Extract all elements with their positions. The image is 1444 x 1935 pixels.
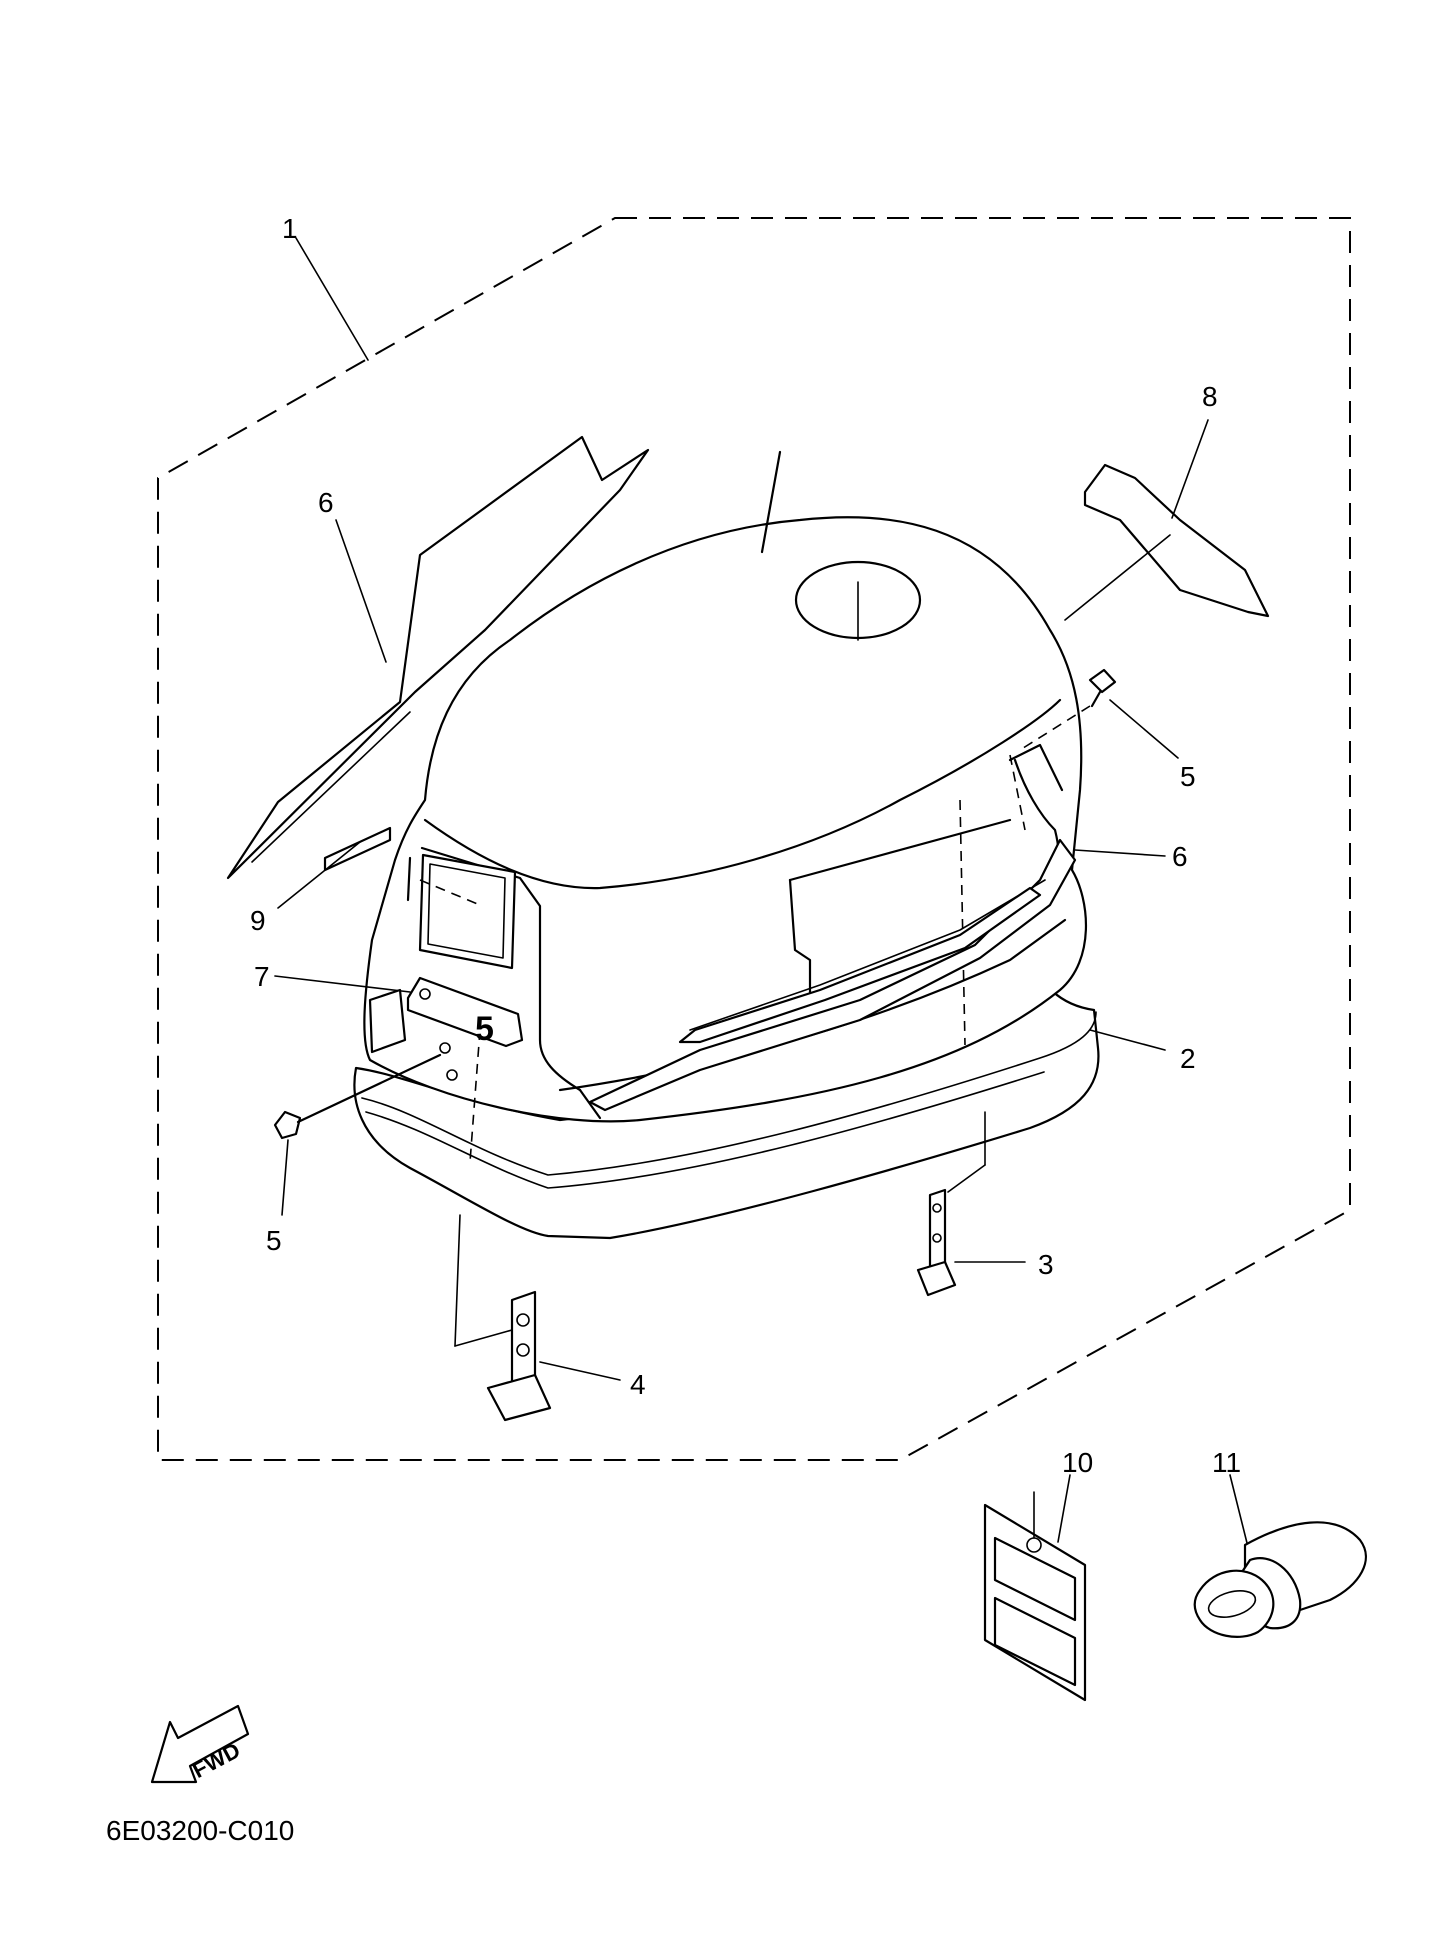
emblem-number: 5 [475,1010,494,1048]
part-4-bracket[interactable] [486,1290,552,1422]
label-part-1: 1 [282,213,298,244]
leader-lines [274,237,1251,1556]
assembly-boundary [157,217,1351,1461]
label-part-4: 4 [630,1369,646,1400]
part-10-decal-sheet[interactable] [983,1491,1087,1702]
label-part-6-right: 6 [1172,841,1188,872]
label-part-3: 3 [1038,1249,1054,1280]
label-part-5-left: 5 [266,1225,282,1256]
part-number-labels: 1 6 8 5 6 9 7 2 5 3 4 10 11 [250,213,1241,1478]
cowling-front-window [418,853,517,970]
label-part-10: 10 [1062,1447,1093,1478]
label-part-8: 8 [1202,381,1218,412]
part-7-emblem[interactable]: 5 [406,976,524,1048]
label-part-7: 7 [254,961,270,992]
diagram-code: 6E03200-C010 [106,1815,294,1846]
label-part-2: 2 [1180,1043,1196,1074]
fwd-arrow: FWD [150,1704,250,1784]
label-part-5-right: 5 [1180,761,1196,792]
label-part-9: 9 [250,905,266,936]
screw-holes [439,1042,458,1081]
label-part-11: 11 [1212,1447,1241,1478]
part-11-grommet[interactable] [1193,1521,1367,1638]
part-5-screw-left[interactable] [273,1053,442,1140]
part-3-bracket[interactable] [916,1188,957,1297]
part-6-right-decal[interactable] [588,838,1077,1112]
part-8-right-decal[interactable] [1083,463,1270,618]
part-9-label[interactable] [323,826,392,872]
label-part-6-left: 6 [318,487,334,518]
part-5-screw-right[interactable] [1019,668,1117,751]
part-6-left-decal[interactable] [226,435,650,880]
